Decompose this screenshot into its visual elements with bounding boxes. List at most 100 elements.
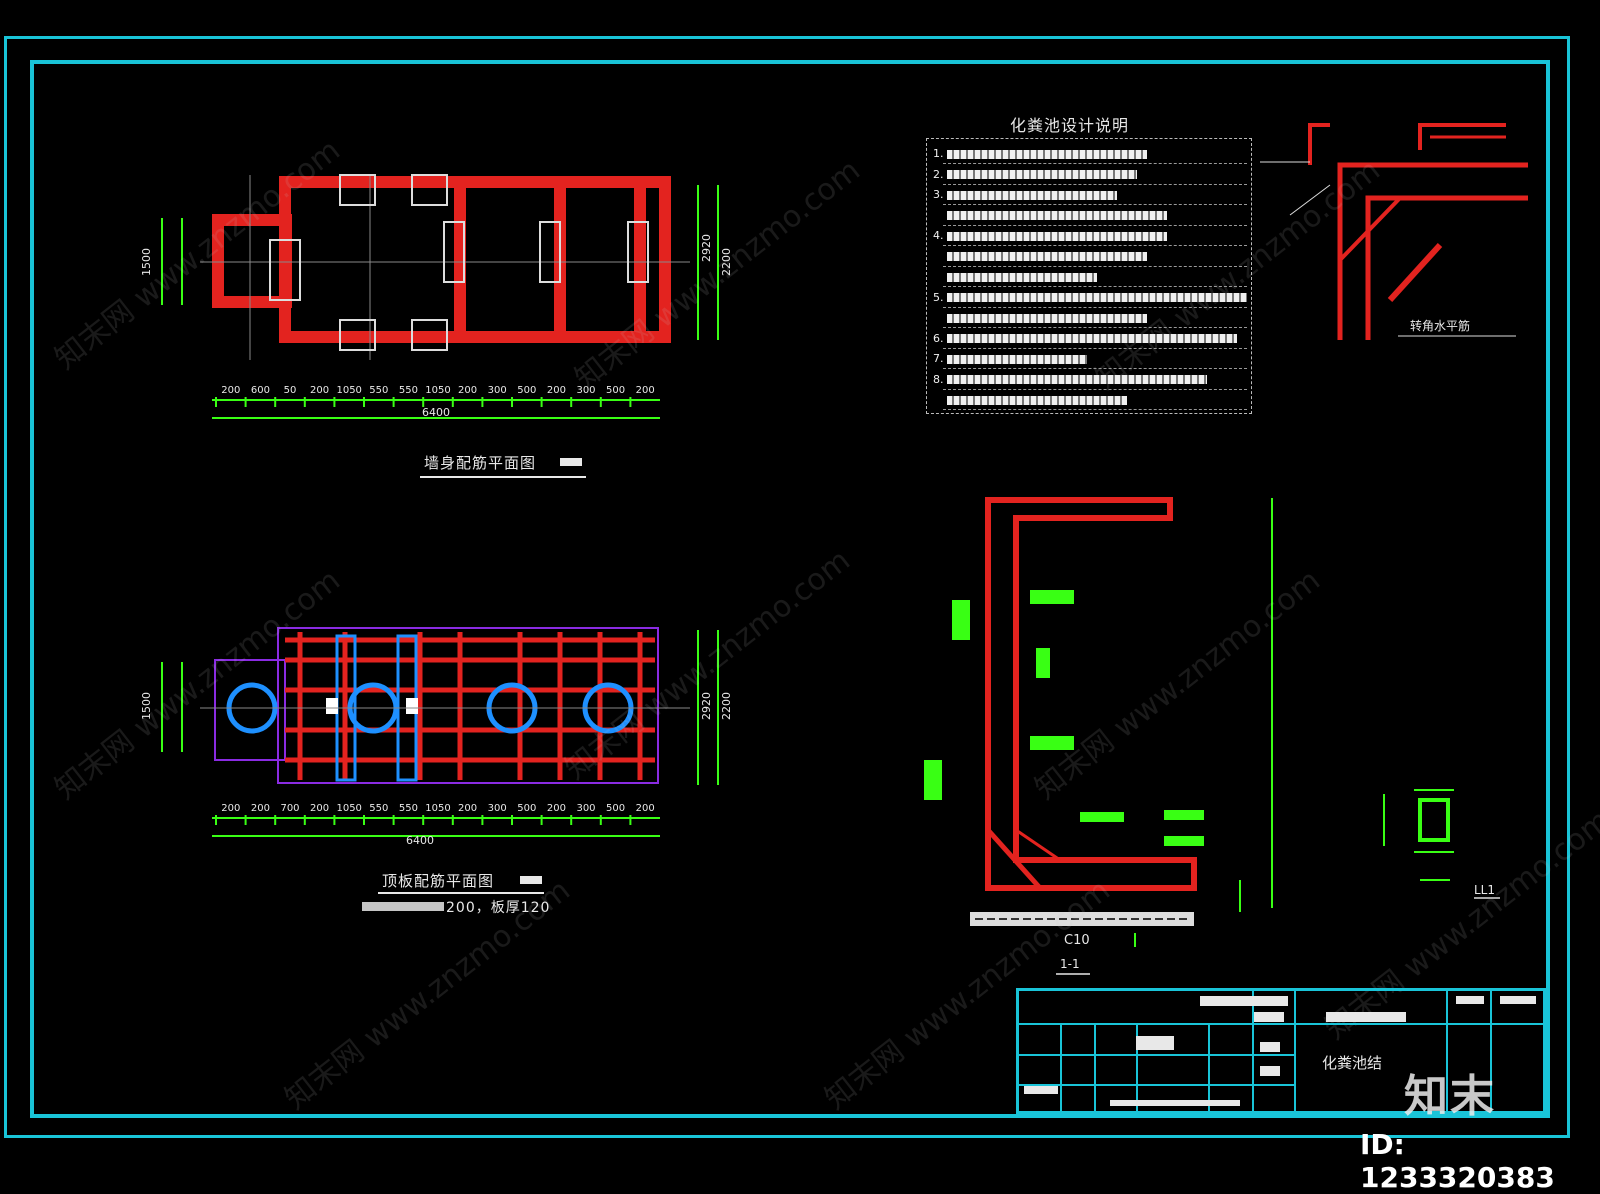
design-note-line: 2. [933,168,1137,181]
brand-logo: 知末 [1404,1071,1496,1122]
image-id-label: ID: 1233320383 [1360,1128,1555,1194]
plan-top-dim-labels: 200 600 50 200 1050 550 550 1050 200 300 500 200 300… [215,385,655,407]
design-note-text-block [947,231,1167,241]
plan-top-right-dim-2: 2200 [720,248,733,276]
design-note-line [933,311,1147,324]
design-note-number: 7. [933,352,944,365]
dimension-label: 550 [399,385,418,396]
drawing-frame-inner [30,60,1550,1118]
plan-bottom-right-dim-1: 2920 [700,692,713,720]
design-note-dashline [943,224,1247,226]
dimension-label: 300 [576,803,595,814]
design-note-line: 6. [933,332,1237,345]
dimension-label: 500 [517,385,536,396]
plan-bottom-right-dim-2: 2200 [720,692,733,720]
design-note-dashline [943,368,1247,369]
plan-bottom-left-dim: 1500 [140,692,153,720]
design-note-text-block [947,149,1147,159]
corner-detail-label: 转角水平筋 [1410,318,1470,333]
dimension-label: 200 [547,385,566,396]
corner-detail [1260,123,1528,340]
plan-top-title-underline [420,476,586,478]
design-note-text-block [947,375,1207,384]
design-note-text-block [947,334,1237,343]
design-note-number: 4. [933,229,944,242]
dimension-label: 200 [636,385,655,396]
drawing-frame-outer [4,36,1570,1138]
design-note-number: 8. [933,372,944,386]
title-block-title: 化粪池结 [1322,1054,1383,1072]
design-note-dashline [943,347,1247,349]
design-note-dashline [943,183,1247,185]
dimension-label: 200 [251,803,270,814]
dimension-label: 550 [399,803,418,814]
design-note-dashline [943,286,1247,287]
dimension-label: 500 [606,803,625,814]
design-note-dashline [943,163,1247,164]
design-note-text-block [947,170,1137,179]
plan-top-title: 墙身配筋平面图 [424,454,537,472]
dimension-label: 1050 [336,385,361,396]
design-note-text-block [947,211,1167,220]
design-note-line [933,393,1127,406]
plan-top-right-dim-1: 2920 [700,234,713,262]
scale-block [560,458,582,466]
dimension-label: 550 [369,385,388,396]
section-1-1 [924,497,1273,947]
design-note-number: 1. [933,147,944,160]
dimension-label: 500 [606,385,625,396]
design-notes: 1.2.3.4.5.6.7.8. [926,138,1252,414]
design-note-line: 1. [933,147,1147,160]
dimension-label: 300 [576,385,595,396]
plan-bottom-title: 顶板配筋平面图 [382,872,495,890]
design-note-text-block [947,395,1127,405]
design-note-text-block [947,354,1087,364]
design-note-text-block [947,313,1147,323]
section-label: 1-1 [1060,957,1080,971]
plan-top-total-dim: 6400 [422,406,450,419]
design-note-line: 5. [933,291,1247,304]
design-note-dashline [943,327,1247,328]
plan-bottom-slab [161,627,719,837]
plan-bottom-title-underline [378,892,544,894]
design-note-text-block [947,252,1147,261]
plan-bottom-total-dim: 6400 [406,834,434,847]
dimension-label: 1050 [425,803,450,814]
dimension-label: 200 [310,385,329,396]
design-note-dashline [943,306,1247,308]
design-note-dashline [943,388,1247,390]
dimension-label: 600 [251,385,270,396]
design-note-dashline [943,245,1247,246]
dimension-label: 1050 [425,385,450,396]
design-note-text-block [947,293,1247,302]
title-block [1016,988,1546,1114]
dimension-label: 200 [547,803,566,814]
dimension-label: 700 [280,803,299,814]
plan-top-left-dim: 1500 [140,248,153,276]
dimension-label: 200 [636,803,655,814]
ll1-label: LL1 [1474,883,1495,897]
section-concrete-label: C10 [1064,933,1090,948]
plan-top-walls [161,174,719,419]
design-note-number: 6. [933,331,944,345]
design-note-text-block [947,272,1097,282]
design-note-number: 5. [933,290,944,304]
design-note-line [933,250,1147,263]
design-note-dashline [943,409,1247,410]
dimension-label: 200 [458,385,477,396]
dimension-label: 200 [221,385,240,396]
design-note-line: 4. [933,229,1167,242]
ll1-detail [1383,789,1500,899]
dimension-label: 300 [488,803,507,814]
design-note-line [933,270,1097,283]
design-note-line [933,209,1167,222]
notes-title: 化粪池设计说明 [1010,116,1130,135]
dimension-label: 1050 [336,803,361,814]
design-note-dashline [943,204,1247,205]
dimension-label: 50 [284,385,297,396]
dimension-label: 300 [488,385,507,396]
plan-bottom-subtitle: 200，板厚120 [446,900,551,916]
dimension-label: 200 [221,803,240,814]
